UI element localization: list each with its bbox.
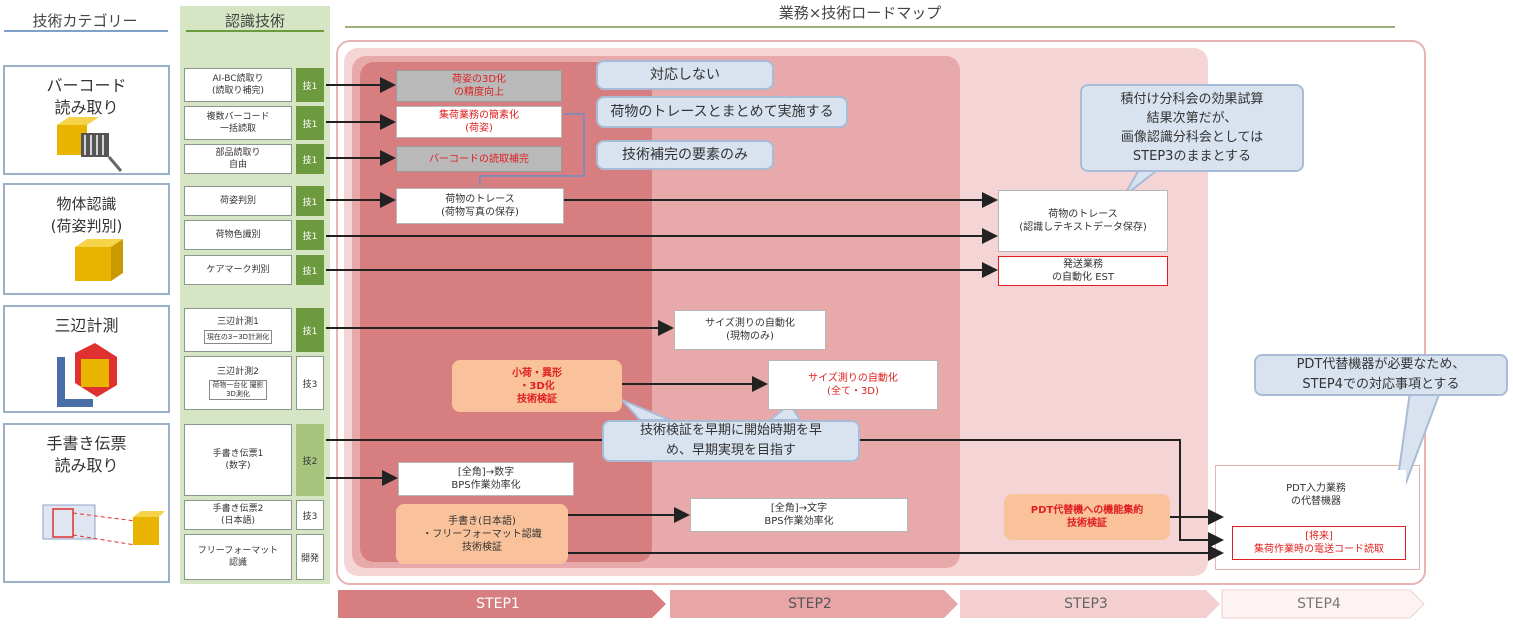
- tech-tag: 技1: [296, 144, 324, 174]
- barcode-scanner-icon: [57, 117, 123, 172]
- category-barcode: バーコード 読み取り: [3, 65, 170, 175]
- step1-arrow: [338, 590, 666, 618]
- callout-not-supported: 対応しない: [596, 60, 774, 90]
- callout-pdt-step4: PDT代替機器が必要なため、 STEP4での対応事項とする: [1254, 354, 1508, 396]
- step3-label: STEP3: [1064, 596, 1108, 612]
- step1-label: STEP1: [476, 596, 520, 612]
- category-object-recognition: 物体認識 (荷姿判別): [3, 183, 170, 295]
- category-header: 技術カテゴリー: [32, 12, 138, 30]
- tech-color-identify: 荷物色識別: [184, 220, 292, 250]
- tech-dimension-1: 三辺計測1 現在の3~3D計測化: [184, 308, 292, 352]
- tech-tag: 技3: [296, 356, 324, 410]
- tech-multi-barcode: 複数バーコード 一括読取: [184, 106, 292, 140]
- tech-tag: 技2: [296, 424, 324, 496]
- box-small-odd-3d: 小荷・異形 ・3D化 技術検証: [452, 360, 622, 412]
- dimension-measure-icon: [57, 343, 117, 407]
- handwritten-slip-icon: [42, 504, 165, 546]
- tech-tag: 技1: [296, 186, 324, 216]
- tech-tag: 技1: [296, 308, 324, 352]
- step4-label: STEP4: [1297, 596, 1341, 612]
- tech-handwritten-2: 手書き伝票2 (日本語): [184, 500, 292, 530]
- roadmap-header: 業務×技術ロードマップ: [778, 4, 942, 22]
- category-title: 三辺計測: [54, 316, 119, 335]
- category-handwritten-slip: 手書き伝票 読み取り: [3, 423, 170, 583]
- roadmap-header-line: [345, 26, 1395, 28]
- callout-loading-group: 積付け分科会の効果試算 結果次第だが、 画像認識分科会としては STEP3のまま…: [1080, 84, 1304, 172]
- box-digits-bps: [全角]→数字 BPS作業効率化: [398, 462, 574, 496]
- step2-label: STEP2: [788, 596, 832, 612]
- box-size-auto-all: サイズ測りの自動化 (全て・3D): [768, 360, 938, 410]
- box-barcode-complement: バーコードの読取補完: [396, 146, 562, 172]
- callout-trace-together: 荷物のトレースとまとめて実施する: [596, 96, 848, 128]
- tech-tag: 技1: [296, 68, 324, 102]
- tech-tag: 技1: [296, 220, 324, 250]
- tech-tag: 技3: [296, 500, 324, 530]
- tech-header-line: [186, 30, 324, 32]
- tech-caremark: ケアマーク判別: [184, 255, 292, 285]
- tech-sublabel: 荷物一台化 撮影 3D測化: [209, 380, 267, 400]
- tech-dimension-2: 三辺計測2 荷物一台化 撮影 3D測化: [184, 356, 292, 410]
- box-size-auto-current: サイズ測りの自動化 (現物のみ): [674, 310, 826, 350]
- tech-label: 三辺計測2: [217, 367, 259, 377]
- bracket-connector: [479, 113, 585, 186]
- step2-arrow: [670, 590, 958, 618]
- step4-arrow: [1221, 589, 1425, 619]
- tech-sublabel: 現在の3~3D計測化: [203, 330, 273, 344]
- box-pdt-input: PDT入力業務 の代替機器: [1226, 470, 1406, 520]
- callout-early-verify: 技術検証を早期に開始時期を早 め、早期実現を目指す: [602, 420, 860, 462]
- box-trace-photo: 荷物のトレース (荷物写真の保存): [396, 188, 564, 224]
- tech-tag: 開発: [296, 534, 324, 580]
- box-icon: [75, 239, 123, 281]
- box-trace-text: 荷物のトレース (認識しテキストデータ保存): [998, 190, 1168, 252]
- box-japanese-freeformat: 手書き(日本語) ・フリーフォーマット認識 技術検証: [396, 504, 568, 564]
- tech-tag: 技1: [296, 255, 324, 285]
- tech-ai-bc: AI-BC読取り (読取り補完): [184, 68, 292, 102]
- category-title: 物体認識 (荷姿判別): [50, 195, 123, 235]
- callout-tech-complement: 技術補完の要素のみ: [596, 140, 774, 170]
- step3-arrow: [960, 590, 1220, 618]
- category-dimension-measure: 三辺計測: [3, 305, 170, 413]
- tech-parts-read: 部品読取り 自由: [184, 144, 292, 174]
- category-title: 手書き伝票 読み取り: [46, 434, 127, 475]
- category-title: バーコード 読み取り: [46, 76, 127, 117]
- box-pdt-function: PDT代替機への機能集約 技術検証: [1004, 494, 1170, 540]
- tech-tag: 技1: [296, 106, 324, 140]
- box-shipping-auto: 発送業務 の自動化 EST: [998, 256, 1168, 286]
- box-pickup-simplify: 集荷業務の簡素化 (荷姿): [396, 106, 562, 138]
- box-future-pickup: [将来] 集荷作業時の電送コード読取: [1232, 526, 1406, 560]
- tech-free-format: フリーフォーマット 認識: [184, 534, 292, 580]
- tech-header: 認識技術: [224, 12, 285, 30]
- tech-label: 三辺計測1: [217, 317, 259, 327]
- tech-handwritten-1: 手書き伝票1 (数字): [184, 424, 292, 496]
- box-3d-accuracy: 荷姿の3D化 の精度向上: [396, 70, 562, 102]
- category-header-line: [4, 30, 168, 32]
- tech-shape-judge: 荷姿判別: [184, 186, 292, 216]
- box-chars-bps: [全角]→文字 BPS作業効率化: [690, 498, 908, 532]
